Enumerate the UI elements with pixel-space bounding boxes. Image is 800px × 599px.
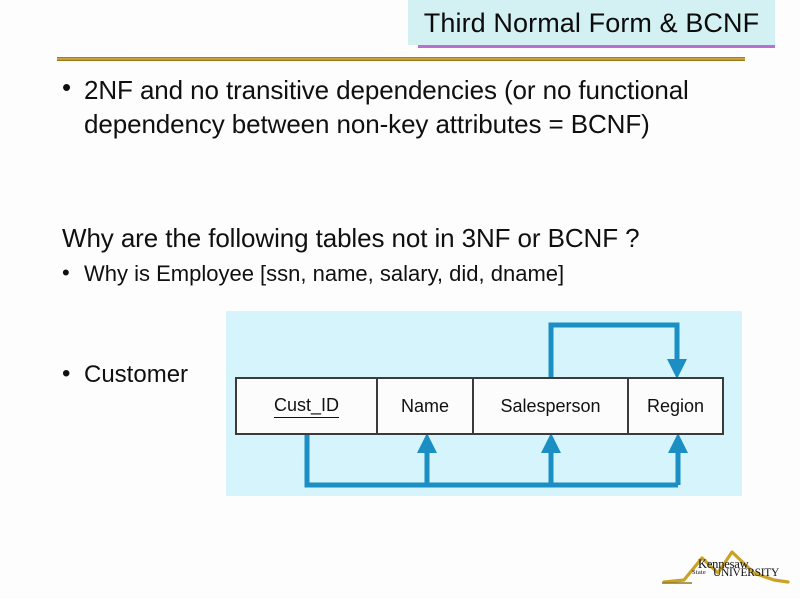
bullet-item-employee: • Why is Employee [ssn, name, salary, di… <box>62 260 792 287</box>
table-column-cust-id: Cust_ID <box>237 379 378 433</box>
arrow-custid-to-others <box>304 433 688 488</box>
table-column-salesperson: Salesperson <box>474 379 629 433</box>
bullet-marker-icon: • <box>62 72 72 102</box>
title-background-band <box>408 0 775 45</box>
arrow-salesperson-to-region <box>548 322 687 379</box>
bullet-item-2nf: • 2NF and no transitive dependencies (or… <box>62 74 792 142</box>
question-text: Why are the following tables not in 3NF … <box>62 223 640 253</box>
bullet-marker-icon: • <box>62 260 70 285</box>
bullet-marker-icon: • <box>62 360 71 387</box>
bullet-text-employee: Why is Employee [ssn, name, salary, did,… <box>84 261 565 286</box>
page-title: Third Normal Form & BCNF <box>423 8 760 38</box>
bullet-text-customer: Customer <box>84 361 189 388</box>
table-column-name: Name <box>378 379 474 433</box>
bullet-text-2nf: 2NF and no transitive dependencies (or n… <box>84 75 689 139</box>
logo-text-kennesaw: Kennesaw <box>698 557 749 571</box>
table-column-region: Region <box>646 395 705 416</box>
customer-relation-table: Cust_ID Name Salesperson Region <box>235 377 724 435</box>
bullet-item-customer: • Customer <box>62 360 242 389</box>
gold-divider-rule <box>57 57 745 61</box>
logo-text-state: State <box>692 569 706 576</box>
logo-text-university: UNIVERSITY <box>713 567 779 579</box>
title-underline-rule <box>418 45 775 48</box>
mountain-icon <box>662 550 790 584</box>
dependency-arrows <box>304 322 688 488</box>
kennesaw-state-university-logo: Kennesaw State UNIVERSITY <box>662 540 790 592</box>
